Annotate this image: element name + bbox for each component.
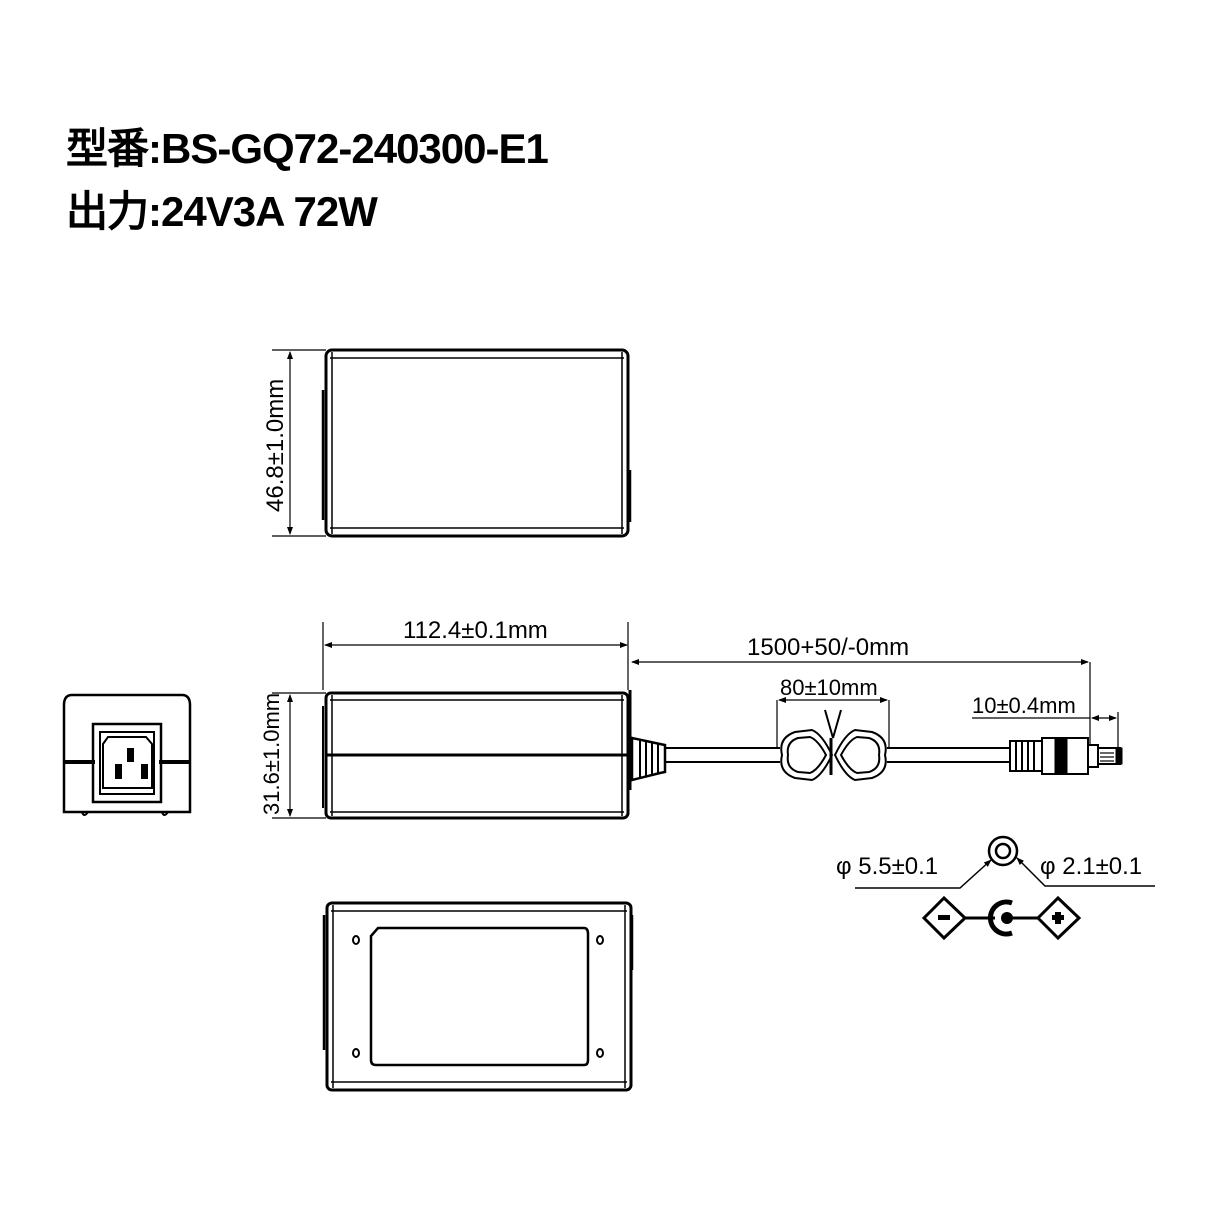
center-positive-icon <box>988 899 1013 937</box>
label-area <box>369 926 590 1067</box>
cable-tie-bundle <box>780 709 887 782</box>
thickness-dimension-label: 31.6±1.0mm <box>259 693 284 815</box>
height-dimension-label: 46.8±1.0mm <box>262 379 289 512</box>
polarity-symbol <box>921 895 1082 941</box>
outer-diameter-label: φ 5.5±0.1 <box>836 853 938 880</box>
length-dimension-label: 112.4±0.1mm <box>403 617 548 644</box>
positive-diamond-icon <box>1035 895 1082 941</box>
strain-relief <box>630 736 667 782</box>
cable-length-label: 1500+50/-0mm <box>747 634 909 661</box>
cable-tie-length-label: 80±10mm <box>780 675 878 700</box>
output-spec-title: 出力:24V3A 72W <box>66 188 378 235</box>
plug-length-label: 10±0.4mm <box>972 693 1076 718</box>
side-view <box>272 622 632 820</box>
end-view-ac-inlet <box>62 693 192 816</box>
top-view <box>272 348 632 538</box>
plug-diameter-callout <box>855 835 1155 889</box>
dc-cable <box>665 747 1010 763</box>
bottom-view <box>322 901 634 1092</box>
cable-dimensions <box>631 659 1119 762</box>
model-number-title: 型番:BS-GQ72-240300-E1 <box>66 125 549 172</box>
negative-diamond-icon <box>921 895 968 941</box>
earth-pin-icon <box>127 748 134 762</box>
dc-plug <box>1009 737 1123 775</box>
inner-diameter-label: φ 2.1±0.1 <box>1040 853 1142 880</box>
